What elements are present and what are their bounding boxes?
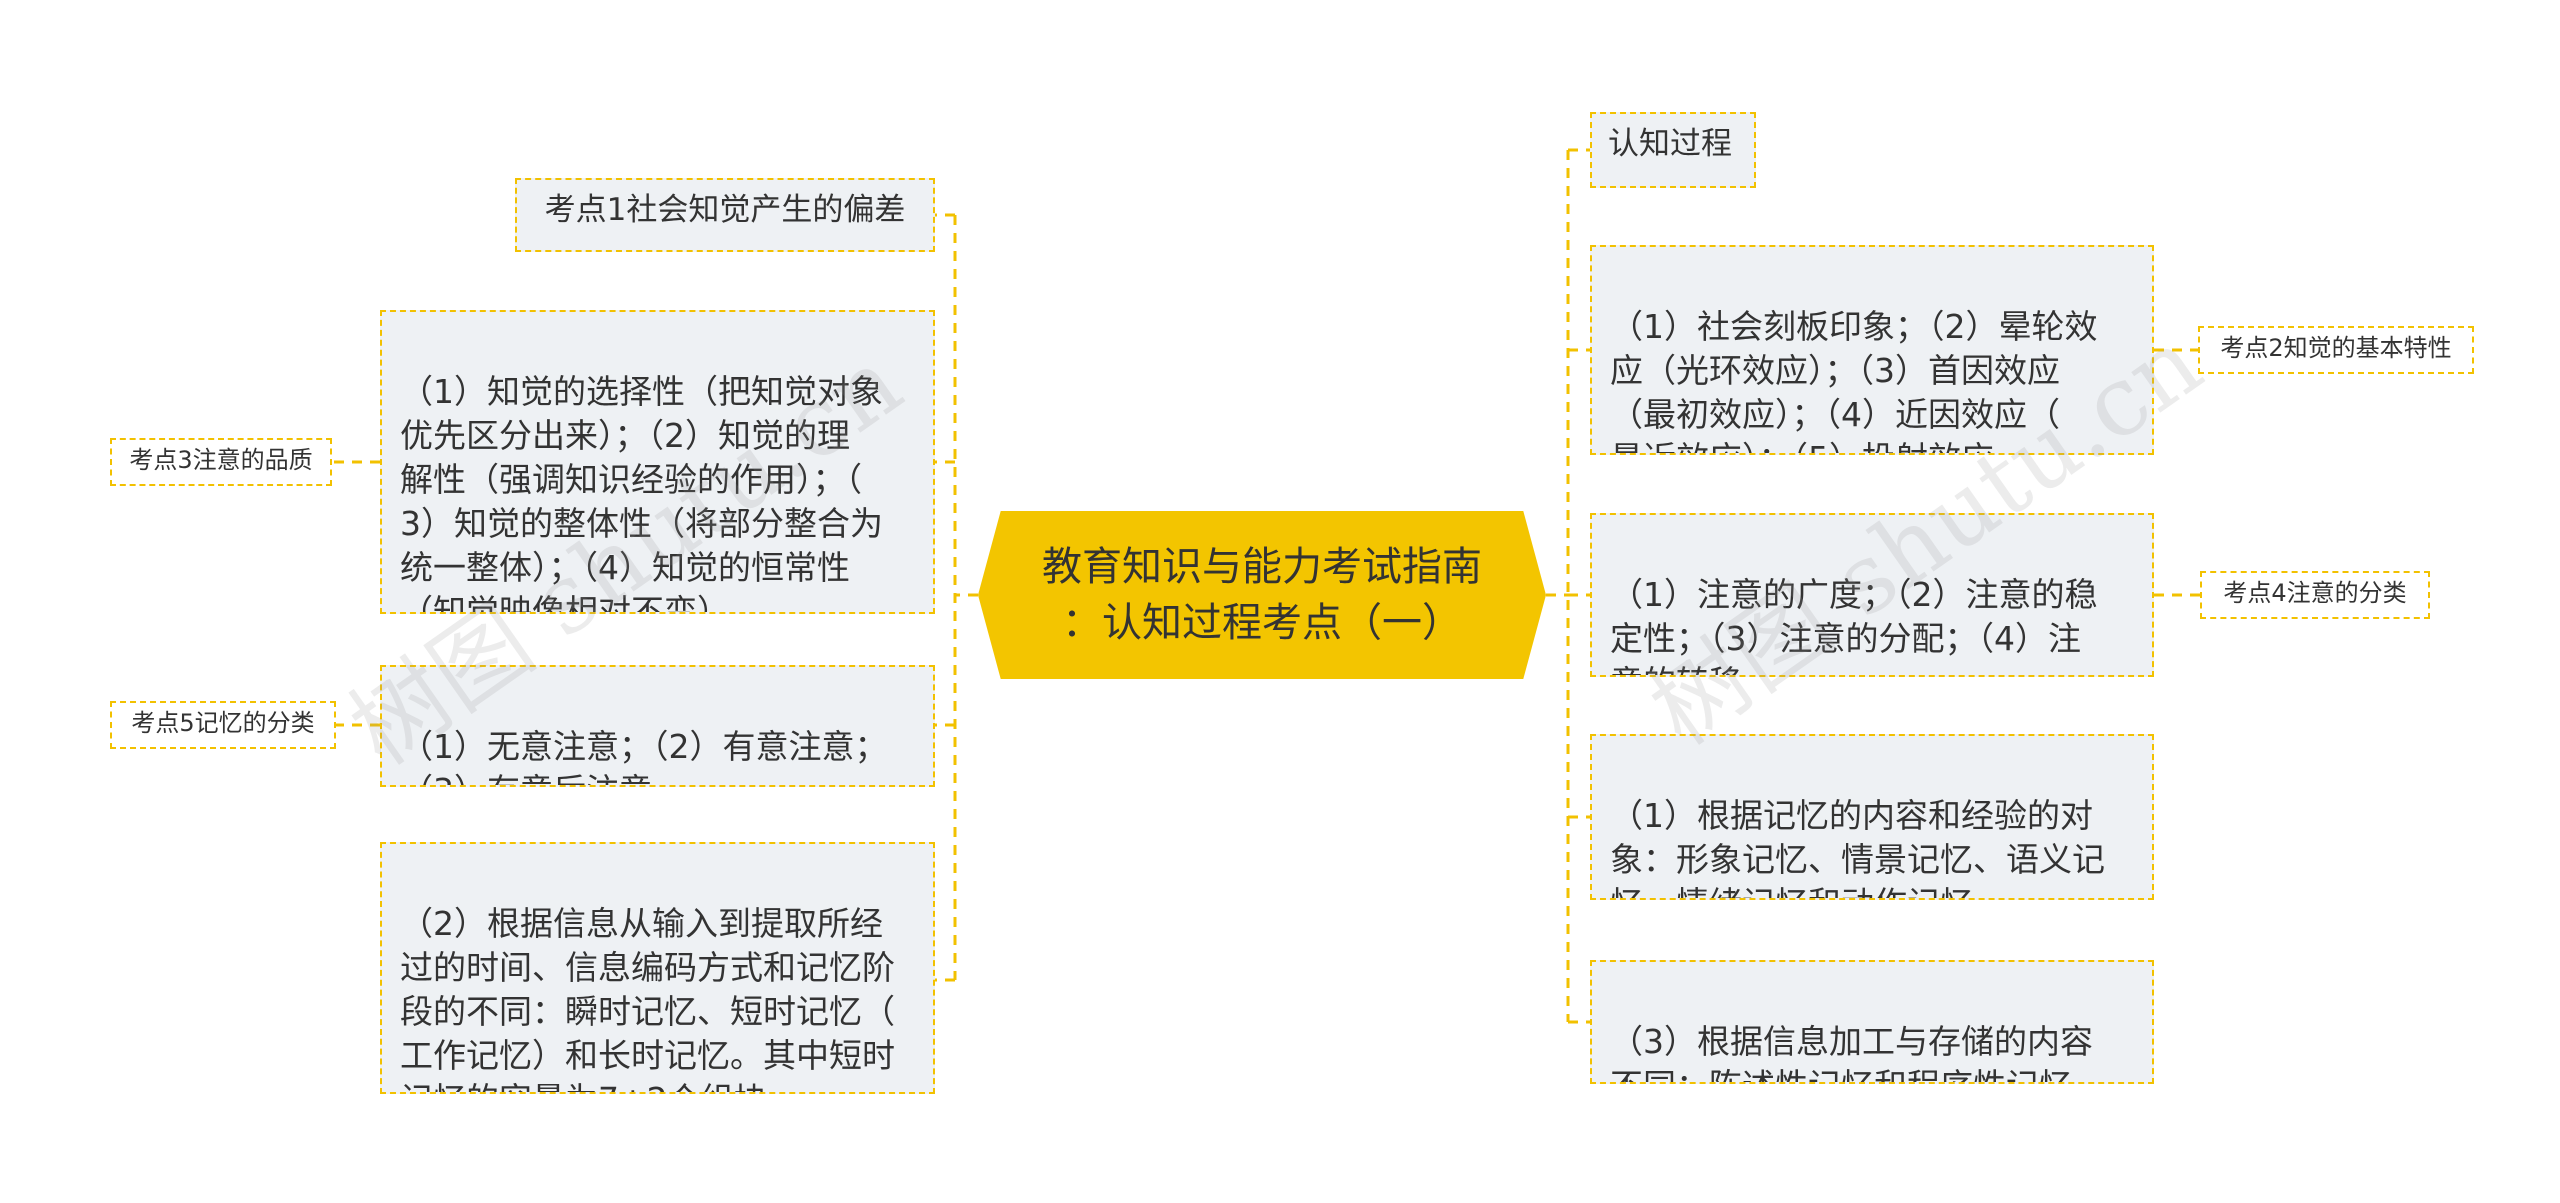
root-topic[interactable]: 教育知识与能力考试指南 ：认知过程考点（一） [978,511,1546,679]
topic2-label: 考点2知觉的基本特性 [2220,334,2452,362]
topic4-label: 考点4注意的分类 [2223,579,2407,607]
attention-quality-node[interactable]: （1）注意的广度；（2）注意的稳 定性；（3）注意的分配；（4）注 意的转移。 [1590,513,2154,677]
memory-content-text: （1）根据记忆的内容和经验的对 象：形象记忆、情景记忆、语义记 忆、情绪记忆和动… [1610,796,2105,898]
topic4-node[interactable]: 考点4注意的分类 [2200,571,2430,619]
attention-types-text: （1）无意注意；（2）有意注意； （3）有意后注意。 [400,727,888,785]
memory-stage-node[interactable]: （2）根据信息从输入到提取所经 过的时间、信息编码方式和记忆阶 段的不同：瞬时记… [380,842,935,1094]
connector-left-trunk [953,215,978,980]
perception-text: （1）知觉的选择性（把知觉对象 优先区分出来）；（2）知觉的理 解性（强调知识经… [400,372,883,614]
topic5-node[interactable]: 考点5记忆的分类 [110,701,336,749]
social-effects-node[interactable]: （1）社会刻板印象；（2）晕轮效 应（光环效应）；（3）首因效应 （最初效应）；… [1590,245,2154,455]
memory-processing-node[interactable]: （3）根据信息加工与存储的内容 不同：陈述性记忆和程序性记忆。 [1590,960,2154,1084]
attention-quality-text: （1）注意的广度；（2）注意的稳 定性；（3）注意的分配；（4）注 意的转移。 [1610,575,2098,675]
perception-characteristics-node[interactable]: （1）知觉的选择性（把知觉对象 优先区分出来）；（2）知觉的理 解性（强调知识经… [380,310,935,614]
attention-types-node[interactable]: （1）无意注意；（2）有意注意； （3）有意后注意。 [380,665,935,787]
topic1-node[interactable]: 考点1社会知觉产生的偏差 [515,178,935,252]
social-effects-text: （1）社会刻板印象；（2）晕轮效 应（光环效应）；（3）首因效应 （最初效应）；… [1610,307,2098,453]
topic3-label: 考点3注意的品质 [129,446,313,474]
memory-processing-text: （3）根据信息加工与存储的内容 不同：陈述性记忆和程序性记忆。 [1610,1022,2105,1082]
memory-stage-text: （2）根据信息从输入到提取所经 过的时间、信息编码方式和记忆阶 段的不同：瞬时记… [400,904,895,1092]
cognition-label: 认知过程 [1608,126,1732,162]
memory-content-node[interactable]: （1）根据记忆的内容和经验的对 象：形象记忆、情景记忆、语义记 忆、情绪记忆和动… [1590,734,2154,900]
topic1-label: 考点1社会知觉产生的偏差 [544,192,906,228]
topic5-label: 考点5记忆的分类 [131,709,315,737]
cognition-node[interactable]: 认知过程 [1590,112,1756,188]
root-title: 教育知识与能力考试指南 ：认知过程考点（一） [1042,544,1482,646]
topic3-node[interactable]: 考点3注意的品质 [110,438,332,486]
connector-right-trunk [1546,150,1570,1022]
topic2-node[interactable]: 考点2知觉的基本特性 [2198,326,2474,374]
